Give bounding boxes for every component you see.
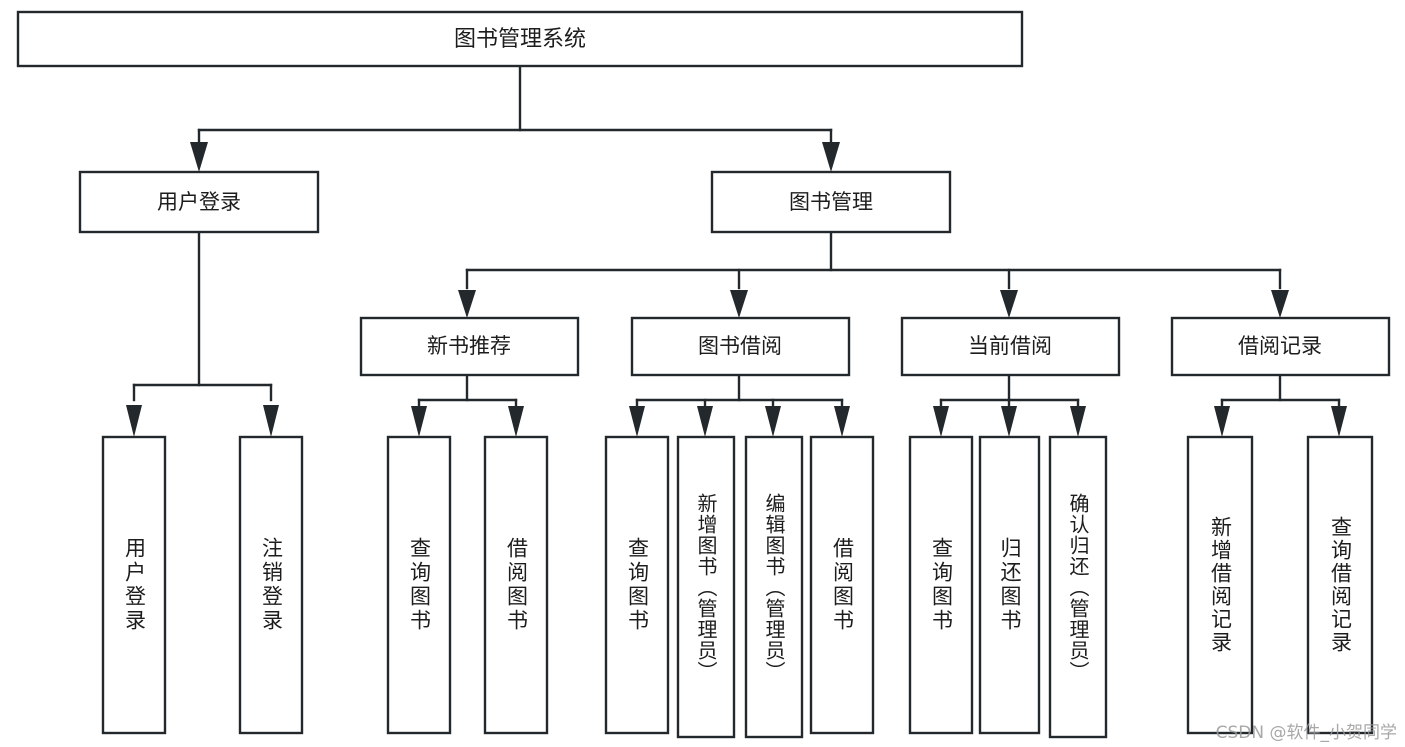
node-leaf-borrow-book-1-box[interactable] <box>483 435 549 735</box>
connector-group-user-login <box>126 230 279 437</box>
node-leaf-query-book-2-box[interactable] <box>604 435 670 735</box>
node-leaf-user-login-box[interactable] <box>101 435 167 735</box>
connector-group-current-borrow <box>933 373 1086 437</box>
node-user-login-label: 用户登录 <box>157 190 241 214</box>
node-current-borrow[interactable]: 当前借阅 <box>900 316 1121 377</box>
arrow-head-borrow-record <box>1271 290 1289 318</box>
arrow-head-leaf-return-book <box>1001 406 1017 437</box>
arrow-head-leaf-query-book-3 <box>933 406 949 437</box>
leaf-box-group <box>101 435 1374 739</box>
node-new-book-recommend-box[interactable] <box>359 316 580 377</box>
node-leaf-confirm-return-box[interactable] <box>1048 435 1108 739</box>
node-book-management[interactable]: 图书管理 <box>710 170 952 234</box>
arrow-head-leaf-query-book-2 <box>629 406 645 437</box>
arrow-head-leaf-borrow-book-1 <box>508 406 524 437</box>
arrow-head-new-book-recommend <box>458 290 476 318</box>
node-leaf-query-book-1-box[interactable] <box>386 435 452 735</box>
node-leaf-logout-login-box[interactable] <box>238 435 304 735</box>
arrow-head-book-management <box>822 142 840 172</box>
node-book-borrow-box[interactable] <box>630 316 851 377</box>
node-current-borrow-box[interactable] <box>900 316 1121 377</box>
node-current-borrow-label: 当前借阅 <box>968 334 1052 358</box>
arrow-head-leaf-user-login <box>126 405 142 437</box>
node-book-borrow[interactable]: 图书借阅 <box>630 316 851 377</box>
arrow-head-leaf-edit-book <box>765 406 781 437</box>
node-leaf-query-book-3-box[interactable] <box>908 435 974 735</box>
connector-group-book-management <box>458 230 1289 318</box>
node-book-borrow-label: 图书借阅 <box>698 334 782 358</box>
arrow-head-leaf-logout-login <box>263 405 279 437</box>
node-root[interactable]: 图书管理系统 <box>16 10 1024 68</box>
node-borrow-record[interactable]: 借阅记录 <box>1170 316 1391 377</box>
node-book-management-label: 图书管理 <box>789 190 873 214</box>
connector-group-borrow-record <box>1214 373 1347 437</box>
arrow-head-leaf-add-book <box>697 406 713 437</box>
node-book-management-box[interactable] <box>710 170 952 234</box>
node-new-book-recommend-label: 新书推荐 <box>427 334 511 358</box>
node-new-book-recommend[interactable]: 新书推荐 <box>359 316 580 377</box>
arrow-head-leaf-confirm-return <box>1070 406 1086 437</box>
node-borrow-record-label: 借阅记录 <box>1238 334 1322 358</box>
node-user-login-box[interactable] <box>78 170 320 234</box>
arrow-head-user-login <box>190 142 208 172</box>
csdn-watermark: CSDN @软件_小贺同学 <box>1215 723 1397 743</box>
node-leaf-return-book-box[interactable] <box>978 435 1041 735</box>
arrow-head-leaf-borrow-book-2 <box>834 406 850 437</box>
node-leaf-add-book-box[interactable] <box>676 435 736 739</box>
node-borrow-record-box[interactable] <box>1170 316 1391 377</box>
connector-group-root <box>190 64 840 172</box>
connector-group-new-book-recommend <box>411 373 524 437</box>
node-leaf-query-record-box[interactable] <box>1306 435 1374 735</box>
node-leaf-borrow-book-2-box[interactable] <box>809 435 875 735</box>
arrow-head-leaf-query-book-1 <box>411 406 427 437</box>
arrow-head-current-borrow <box>1000 290 1018 318</box>
node-root-label: 图书管理系统 <box>454 27 586 52</box>
node-leaf-edit-book-box[interactable] <box>744 435 804 739</box>
node-leaf-add-record-box[interactable] <box>1186 435 1254 735</box>
node-user-login[interactable]: 用户登录 <box>78 170 320 234</box>
arrow-head-leaf-query-record <box>1331 406 1347 437</box>
arrow-head-leaf-add-record <box>1214 406 1230 437</box>
arrow-head-book-borrow <box>730 290 748 318</box>
node-root-box[interactable] <box>16 10 1024 68</box>
connector-group-book-borrow <box>629 373 850 437</box>
